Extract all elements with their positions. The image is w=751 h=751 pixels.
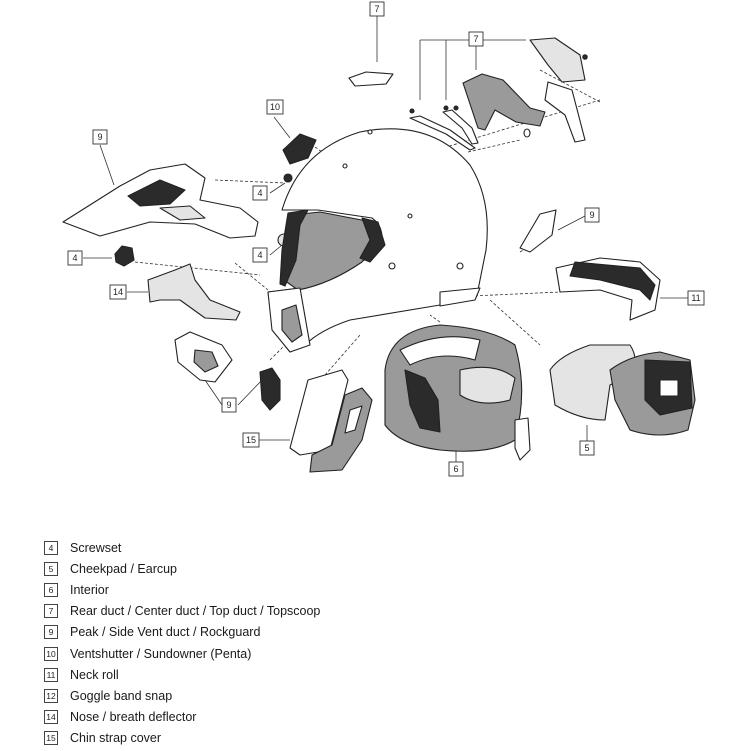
legend-item: 10 Ventshutter / Sundowner (Penta): [44, 643, 644, 664]
legend-label: Peak / Side Vent duct / Rockguard: [70, 625, 261, 640]
callout-4-screw-left: 4: [67, 250, 83, 266]
callout-9-rockguard: 9: [221, 397, 237, 413]
svg-text:4: 4: [257, 250, 262, 260]
leader-lines: [83, 16, 688, 462]
callout-11-neck-roll: 11: [687, 290, 705, 306]
svg-text:7: 7: [473, 34, 478, 44]
legend-label: Chin strap cover: [70, 731, 162, 746]
ventshutter-part: [282, 133, 317, 165]
svg-text:6: 6: [453, 464, 458, 474]
nose-deflector-part: [147, 263, 241, 321]
legend-number: 4: [44, 540, 58, 555]
callout-9-side-vent: 9: [584, 207, 600, 223]
legend-item: 4 Screwset: [44, 537, 644, 558]
callout-9-peak: 9: [92, 129, 108, 145]
legend-number: 9: [44, 625, 58, 640]
cheekpad-part: [549, 344, 696, 436]
legend-item: 11 Neck roll: [44, 664, 644, 685]
svg-text:9: 9: [226, 400, 231, 410]
legend-label: Nose / breath deflector: [70, 710, 197, 725]
goggle-snap-part: [114, 245, 135, 267]
parts-legend: 4 Screwset 5 Cheekpad / Earcup 6 Interio…: [44, 537, 644, 749]
legend-number: 14: [44, 710, 58, 725]
callout-4-screw-lower: 4: [252, 247, 268, 263]
callout-7-top-duct: 7: [369, 1, 385, 17]
callout-14-nose: 14: [109, 284, 127, 300]
center-duct-pieces: [409, 105, 479, 151]
legend-item: 14 Nose / breath deflector: [44, 707, 644, 728]
callout-6-interior: 6: [448, 461, 464, 477]
svg-text:7: 7: [374, 4, 379, 14]
interior-part: [384, 324, 531, 461]
exploded-helmet-diagram: 7 7 9 10 4 4 4 9 14 11 9 15: [62, 1, 705, 477]
legend-item: 9 Peak / Side Vent duct / Rockguard: [44, 622, 644, 643]
legend-label: Screwset: [70, 540, 122, 555]
legend-item: 7 Rear duct / Center duct / Top duct / T…: [44, 601, 644, 622]
legend-item: 12 Goggle band snap: [44, 685, 644, 706]
legend-number: 12: [44, 688, 58, 703]
legend-label: Cheekpad / Earcup: [70, 561, 178, 576]
legend-label: Ventshutter / Sundowner (Penta): [70, 646, 252, 661]
callout-7-rear-duct: 7: [468, 31, 484, 47]
legend-label: Neck roll: [70, 667, 119, 682]
svg-text:4: 4: [72, 253, 77, 263]
legend-number: 11: [44, 667, 58, 682]
svg-text:9: 9: [97, 132, 102, 142]
side-vent-duct-part: [519, 209, 557, 253]
svg-text:14: 14: [113, 287, 123, 297]
legend-number: 10: [44, 646, 58, 661]
svg-text:11: 11: [691, 293, 700, 303]
legend-label: Interior: [70, 582, 109, 597]
rear-duct-part: [462, 73, 546, 131]
svg-text:4: 4: [257, 188, 262, 198]
top-duct-part: [348, 71, 394, 87]
legend-label: Rear duct / Center duct / Top duct / Top…: [70, 604, 321, 619]
legend-number: 7: [44, 604, 58, 619]
legend-number: 5: [44, 561, 58, 576]
callout-10-ventshutter: 10: [266, 99, 284, 115]
legend-number: 6: [44, 582, 58, 597]
callout-5-cheekpad: 5: [579, 440, 595, 456]
legend-item: 15 Chin strap cover: [44, 728, 644, 749]
callout-15-chin-strap: 15: [242, 432, 260, 448]
svg-text:10: 10: [270, 102, 280, 112]
legend-item: 5 Cheekpad / Earcup: [44, 558, 644, 579]
legend-label: Goggle band snap: [70, 688, 173, 703]
helmet-shell: [267, 128, 488, 353]
topscoop-part: [529, 37, 586, 83]
legend-number: 15: [44, 731, 58, 746]
svg-text:15: 15: [246, 435, 256, 445]
legend-item: 6 Interior: [44, 579, 644, 600]
screw-icon: [582, 54, 588, 60]
svg-text:5: 5: [584, 443, 589, 453]
callout-4-screw-upper: 4: [252, 185, 268, 201]
screw-icon: [283, 173, 293, 183]
rockguard-part: [259, 367, 281, 411]
svg-text:9: 9: [589, 210, 594, 220]
